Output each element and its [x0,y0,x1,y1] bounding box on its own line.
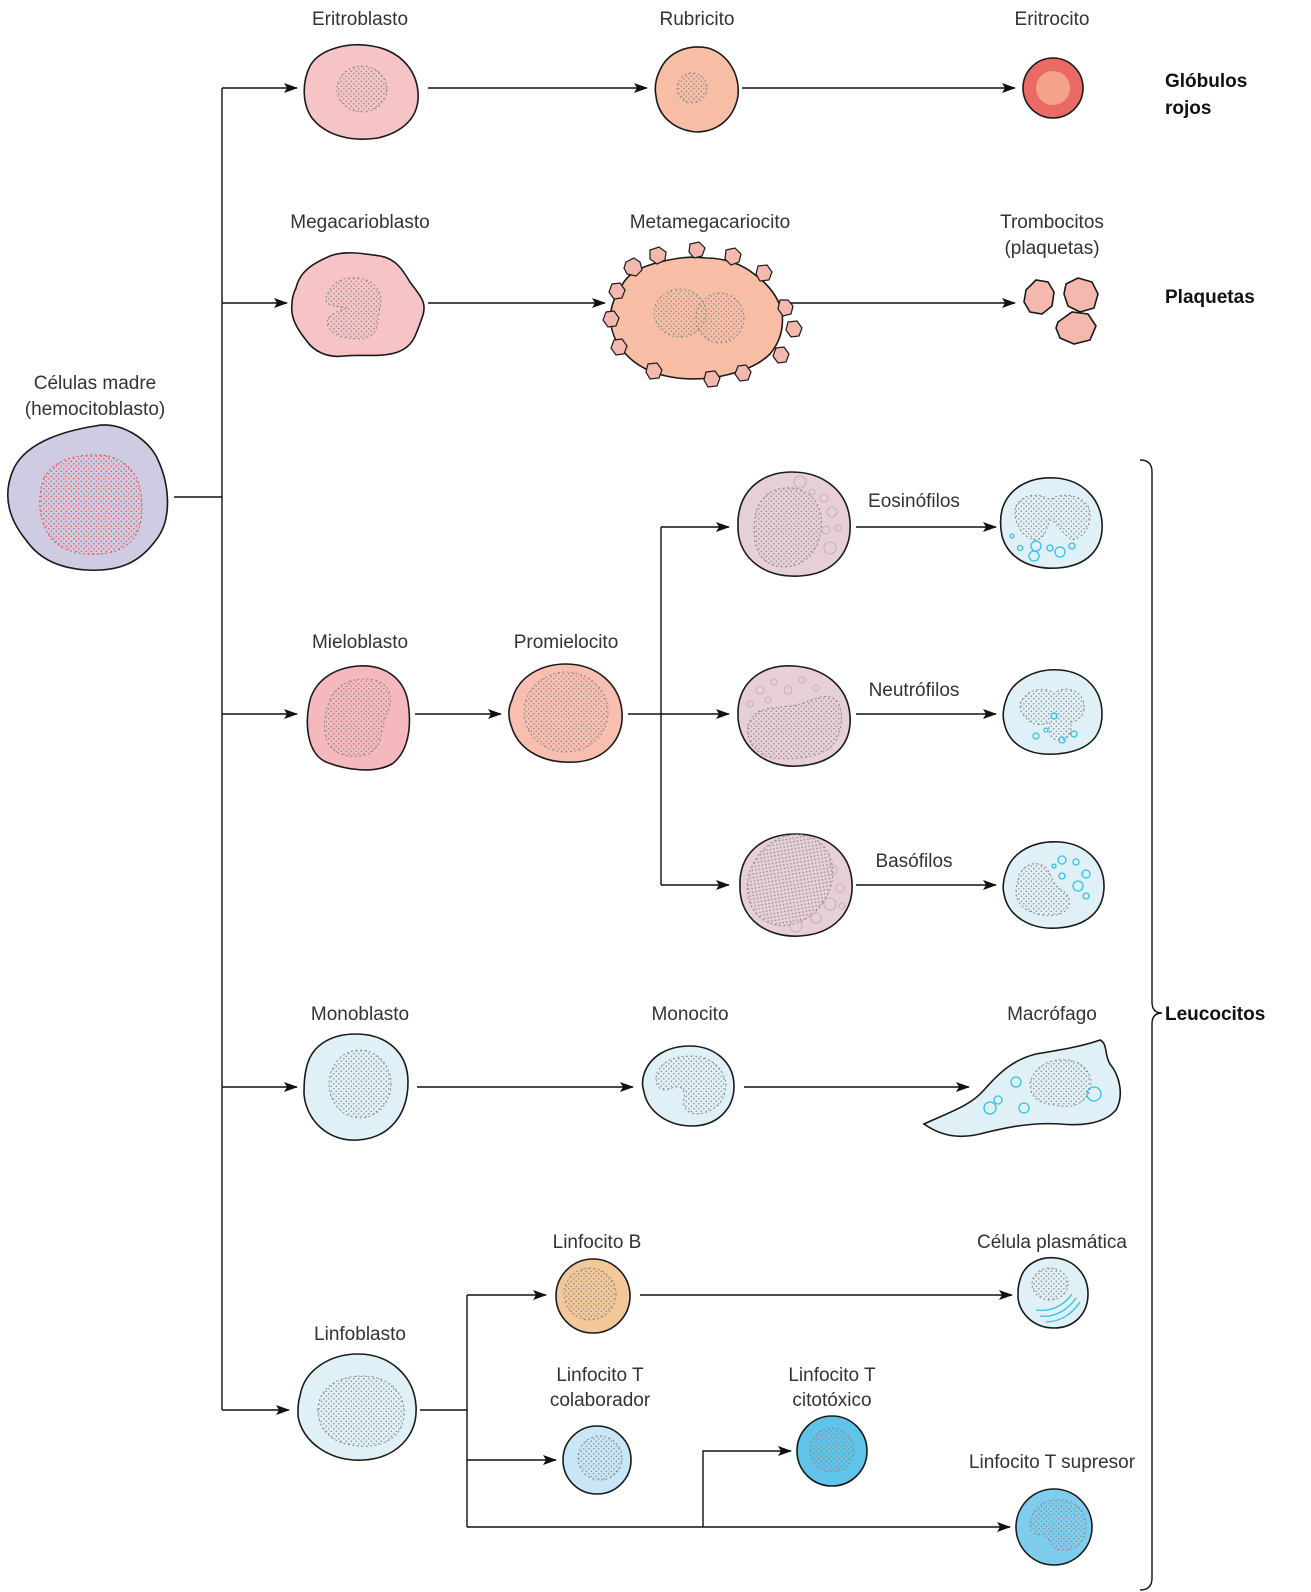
rough-er [1035,1293,1081,1323]
granules [789,864,846,933]
basofilos-label: Basófilos [875,851,952,872]
linfocito-t-colaborador-cell [562,1425,632,1495]
platelet-fragments [602,241,803,388]
connector-lines [174,83,1163,1591]
linfocito-t-citotoxico-label: Linfocito T [788,1365,876,1386]
eosinofilo-precursor-cell [737,471,851,577]
eritrocito-cell [1022,57,1084,119]
neutrofilo-precursor-cell [737,665,851,767]
stem-cell-label: Células madre [34,373,157,394]
eritrocito-label: Eritrocito [1015,9,1090,30]
eritroblasto-cell [303,44,419,140]
promielocito-label: Promielocito [514,632,619,653]
linfocito-t-supresor-label: Linfocito T supresor [969,1452,1136,1473]
trombocitos-label-sub: (plaquetas) [1004,238,1099,259]
monocito-label: Monocito [651,1004,728,1025]
basofilo-cell [1002,841,1105,929]
linfocito-t-citotoxico-cell [796,1415,868,1487]
megacarioblasto-cell [290,252,425,358]
linfocito-t-colaborador-label-sub: colaborador [550,1390,651,1411]
metamegacariocito-cell [602,241,803,388]
eritroblasto-label: Eritroblasto [312,9,408,30]
leucocitos-group-label: Leucocitos [1165,1004,1265,1025]
globulos-rojos-group-label-sub: rojos [1165,98,1211,119]
eosinofilos-label: Eosinófilos [868,491,960,512]
monocito-cell [641,1045,735,1127]
globulos-rojos-group-label: Glóbulos [1165,71,1247,92]
linfocito-t-supresor-cell [1015,1488,1093,1566]
macrofago-cell [922,1039,1122,1138]
stem-cell [7,424,169,572]
linfocito-b-cell [555,1258,631,1334]
metamegacariocito-label: Metamegacariocito [630,212,791,233]
macrofago-label: Macrófago [1007,1004,1097,1025]
linfoblasto-label: Linfoblasto [314,1324,406,1345]
leukocyte-brace [1139,459,1163,1591]
linfocito-b-label: Linfocito B [553,1232,642,1253]
granules [793,475,842,555]
eosinofilo-cell [999,477,1103,569]
granules [746,676,820,708]
linfoblasto-cell [297,1353,417,1461]
megacarioblasto-label: Megacarioblasto [290,212,429,233]
plaquetas-group-label: Plaquetas [1165,287,1255,308]
trombocitos-cells [1023,277,1099,345]
promielocito-cell [508,663,623,763]
basofilo-precursor-cell [739,833,853,937]
neutrofilos-label: Neutrófilos [869,680,960,701]
celula-plasmatica-cell [1017,1256,1089,1329]
monoblasto-cell [303,1033,409,1141]
stem-cell-label-sub: (hemocitoblasto) [25,399,165,420]
rubricito-cell [654,46,739,133]
monoblasto-label: Monoblasto [311,1004,409,1025]
trombocitos-label: Trombocitos [1000,212,1104,233]
rubricito-label: Rubricito [660,9,735,30]
linfocito-t-colaborador-label: Linfocito T [556,1365,644,1386]
linfocito-t-citotoxico-label-sub: citotóxico [792,1390,871,1411]
celula-plasmatica-label: Célula plasmática [977,1232,1127,1253]
mieloblasto-cell [306,665,411,771]
mieloblasto-label: Mieloblasto [312,632,408,653]
neutrofilo-cell [1002,669,1103,755]
